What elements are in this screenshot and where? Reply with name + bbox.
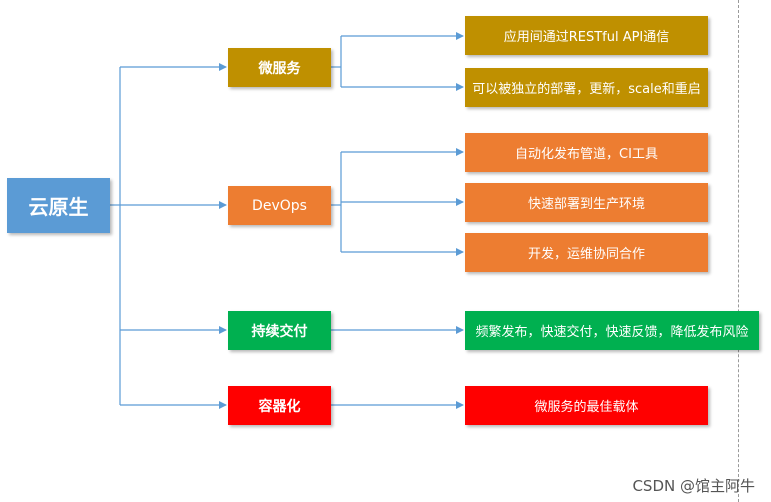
category-rongqihua: 容器化 (228, 386, 331, 425)
watermark-text: CSDN @馆主阿牛 (632, 477, 755, 495)
leaf-rongqihua-1: 微服务的最佳载体 (465, 386, 708, 425)
leaf-devops-2: 快速部署到生产环境 (465, 183, 708, 222)
leaf-weifuwu-1: 应用间通过RESTful API通信 (465, 16, 708, 55)
dashed-separator (738, 0, 739, 502)
leaf-weifuwu-2: 可以被独立的部署，更新，scale和重启 (465, 68, 708, 107)
leaf-chixujiaofu-1: 频繁发布，快速交付，快速反馈，降低发布风险 (465, 311, 759, 350)
category-chixujiaofu: 持续交付 (228, 311, 331, 350)
leaf-devops-1: 自动化发布管道，CI工具 (465, 133, 708, 172)
category-devops: DevOps (228, 186, 331, 225)
root-node: 云原生 (7, 178, 110, 233)
leaf-devops-3: 开发，运维协同合作 (465, 233, 708, 272)
category-weifuwu: 微服务 (228, 48, 331, 87)
